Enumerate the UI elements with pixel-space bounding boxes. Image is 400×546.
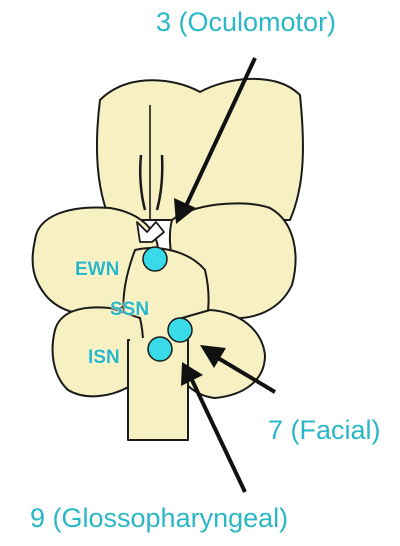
isn-label: ISN [88, 348, 120, 367]
facial-label: 7 (Facial) [268, 417, 381, 444]
glossopharyngeal-label: 9 (Glossopharyngeal) [30, 505, 288, 532]
isn-nucleus [148, 337, 172, 361]
ssn-nucleus [168, 318, 192, 342]
ssn-label: SSN [110, 300, 149, 319]
ewn-label: EWN [75, 260, 119, 279]
oculomotor-label: 3 (Oculomotor) [156, 9, 336, 36]
ewn-nucleus [143, 247, 167, 271]
optic-chiasm [137, 222, 164, 242]
cerebrum [97, 79, 303, 220]
